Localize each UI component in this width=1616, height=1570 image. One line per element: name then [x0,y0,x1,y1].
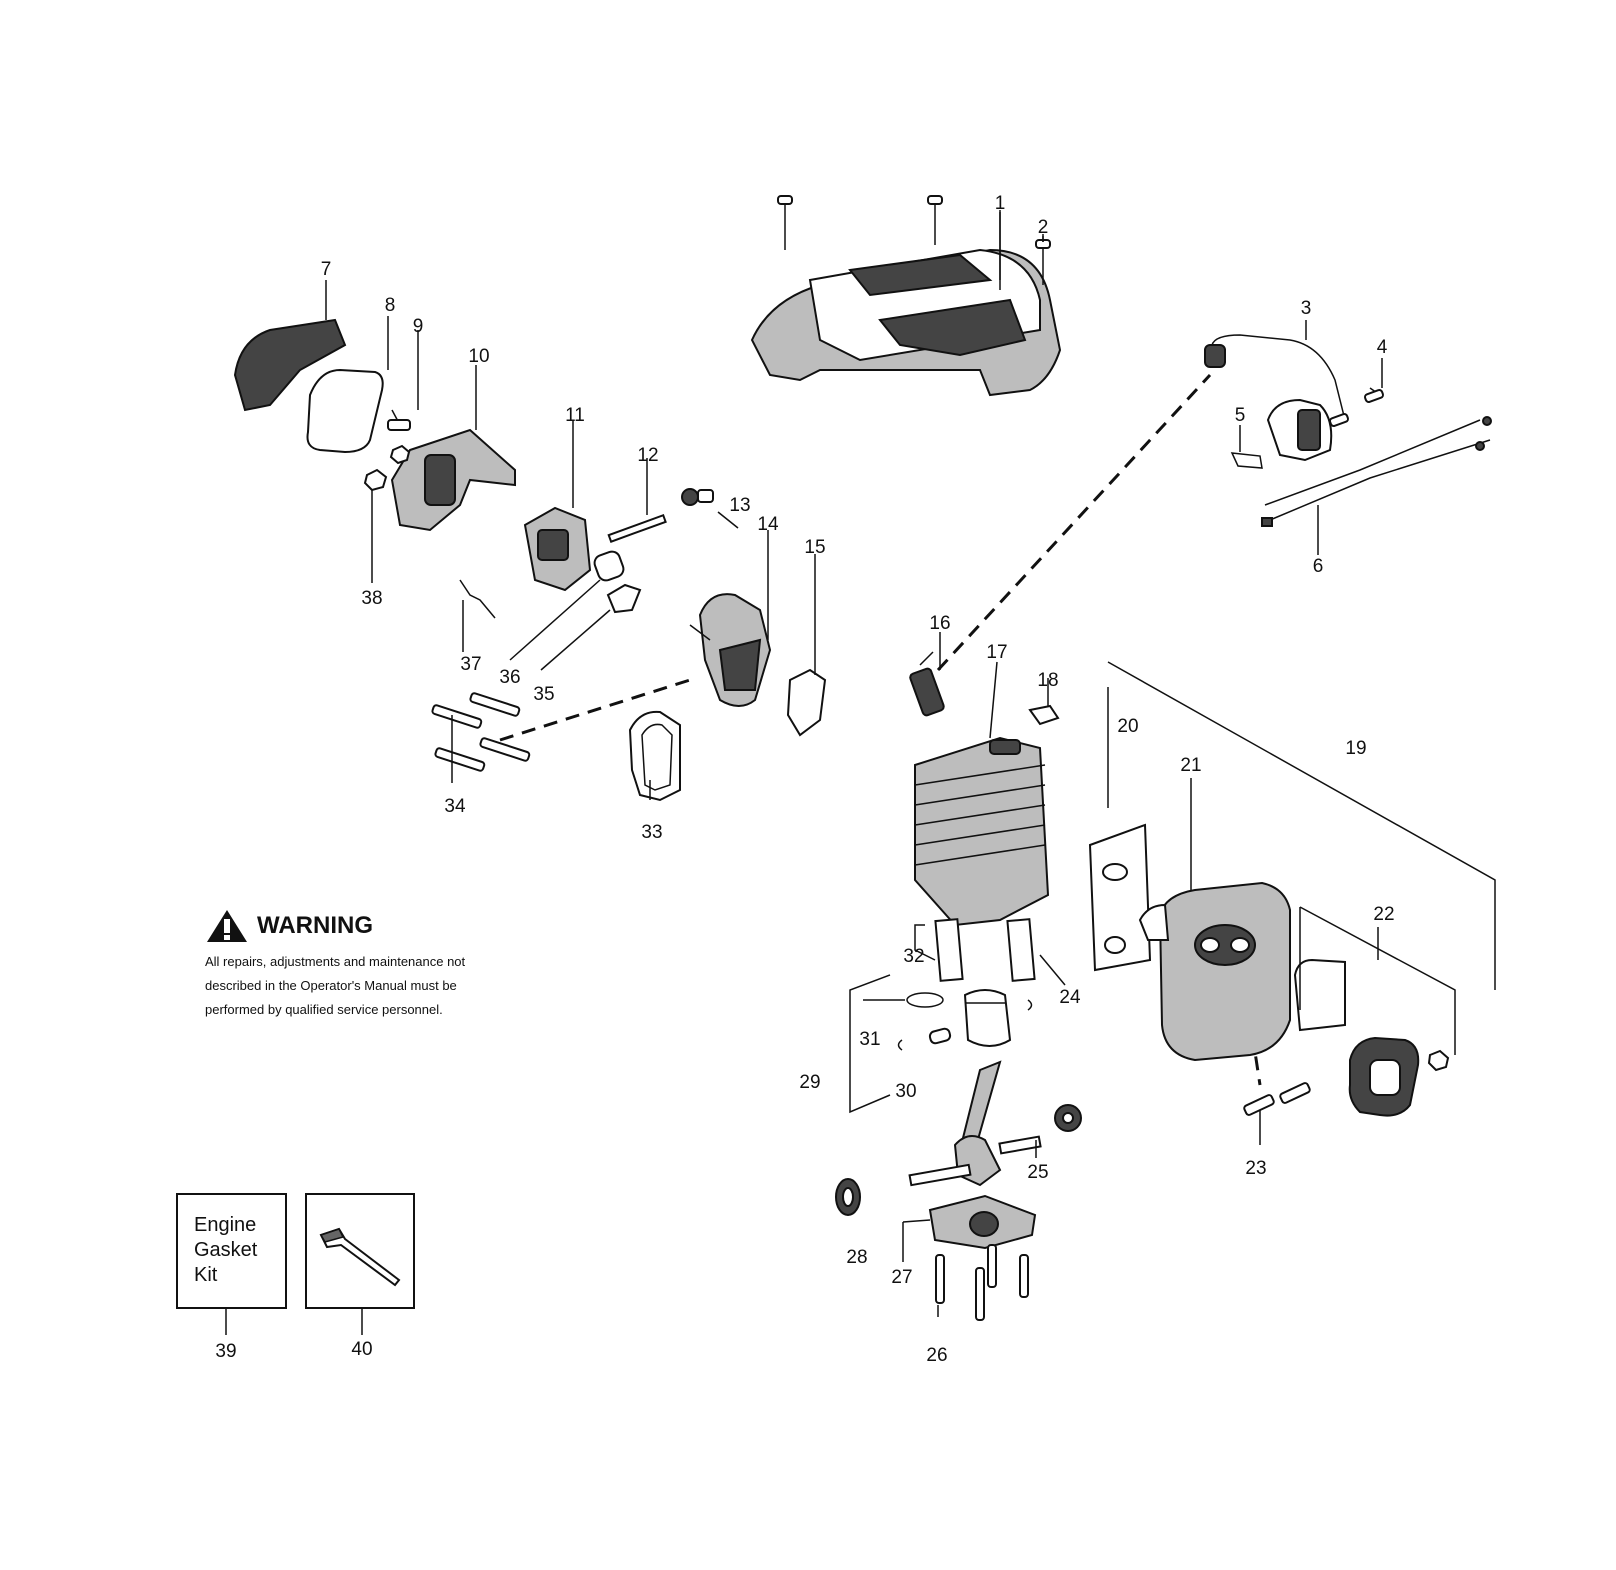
leader-lines [225,210,1383,1335]
part-label-29: 29 [799,1072,820,1093]
fuel-line [607,513,667,543]
part-label-39: 39 [215,1341,236,1362]
kit-label-line: Engine [194,1214,257,1236]
bracket-line [849,661,1496,1114]
part-label-35: 35 [533,684,554,705]
part-label-28: 28 [846,1247,867,1268]
part-label-27: 27 [891,1267,912,1288]
part-label-17: 17 [986,642,1007,663]
spacer-gasket [786,668,827,737]
warning-text-line: described in the Operator's Manual must … [205,978,457,993]
top-cover [750,248,1062,397]
filter-housing [390,428,516,532]
part-label-23: 23 [1245,1158,1266,1179]
part-label-4: 4 [1377,337,1388,358]
part-label-7: 7 [321,259,332,280]
part-label-20: 20 [1117,716,1138,737]
primer-bulb [681,488,714,506]
part-label-2: 2 [1038,217,1049,238]
filter-stud [387,409,411,431]
part-label-16: 16 [929,613,950,634]
part-label-9: 9 [413,316,424,337]
warning-text-line: performed by qualified service personnel… [205,1002,443,1017]
part-label-33: 33 [641,822,662,843]
part-label-5: 5 [1235,405,1246,426]
crankcase-screw [935,1244,1029,1321]
part-label-31: 31 [859,1029,880,1050]
retainer-clip [1028,704,1060,726]
carburetor [523,506,592,592]
part-label-12: 12 [637,445,658,466]
part-label-3: 3 [1301,298,1312,319]
spark-plug [909,651,945,717]
nut [363,444,411,492]
warning-text-line: All repairs, adjustments and maintenance… [205,954,466,969]
part-label-22: 22 [1373,904,1394,925]
muffler-gasket [1088,823,1152,972]
warning-title: WARNING [257,912,373,939]
air-filter-cover [233,318,347,412]
part-label-21: 21 [1180,755,1201,776]
assembly-line [936,373,1212,672]
air-filter [306,368,384,454]
muffler-nut [1427,1049,1450,1072]
boot-seal [628,710,681,802]
part-label-40: 40 [351,1339,372,1360]
part-label-34: 34 [444,796,466,817]
part-label-15: 15 [804,537,825,558]
engine-gasket-kit-box: Engine Gasket Kit [176,1193,287,1309]
piston-ring [906,992,944,1008]
part-label-37: 37 [460,654,481,675]
muffler [1138,881,1291,1062]
tool-box [305,1193,415,1309]
wrench-tool-icon [319,1227,401,1287]
part-label-19: 19 [1345,738,1366,759]
part-label-8: 8 [385,295,396,316]
part-label-1: 1 [995,193,1006,214]
adapter-plate [689,593,772,707]
part-label-13: 13 [729,495,750,516]
warning-header: WARNING [205,908,535,944]
part-label-14: 14 [757,514,779,535]
cover-bolt [777,195,1051,285]
warning-notice: WARNING All repairs, adjustments and mai… [205,908,535,1022]
assembly-line [499,678,691,742]
kit-label: Engine Gasket Kit [194,1213,285,1288]
seal [835,1178,861,1216]
intake-boot [593,550,625,582]
carb-gasket [606,583,642,614]
cylinder-gasket [934,918,1036,982]
muffler-cover [1348,1036,1420,1117]
spark-arrestor [1293,958,1346,1032]
part-label-30: 30 [895,1081,916,1102]
crankcase-half [928,1194,1037,1250]
piston [963,989,1012,1047]
kit-label-line: Gasket [194,1239,258,1261]
muffler-screw [1243,1082,1311,1116]
module-screw [1329,387,1384,427]
warning-triangle-icon [207,910,247,942]
bearing [1054,1104,1082,1132]
ignition-module [1204,334,1492,527]
part-label-11: 11 [565,405,585,426]
part-label-18: 18 [1037,670,1058,691]
part-label-32: 32 [903,946,924,967]
part-labels: 1 2 3 4 5 6 7 8 9 10 11 12 13 14 15 16 1… [215,193,1394,1366]
piston-pin [928,1027,952,1045]
throttle-rod [459,579,496,619]
pin-clip [897,999,1033,1051]
part-label-38: 38 [361,588,382,609]
cylinder [914,736,1050,927]
crankshaft [908,1060,1042,1187]
kit-label-line: Kit [194,1264,218,1286]
bolt-set [431,692,531,772]
part-label-6: 6 [1313,556,1324,577]
part-label-24: 24 [1059,987,1081,1008]
part-label-26: 26 [926,1345,947,1366]
part-label-10: 10 [468,346,489,367]
part-label-36: 36 [499,667,520,688]
part-label-25: 25 [1027,1162,1048,1183]
